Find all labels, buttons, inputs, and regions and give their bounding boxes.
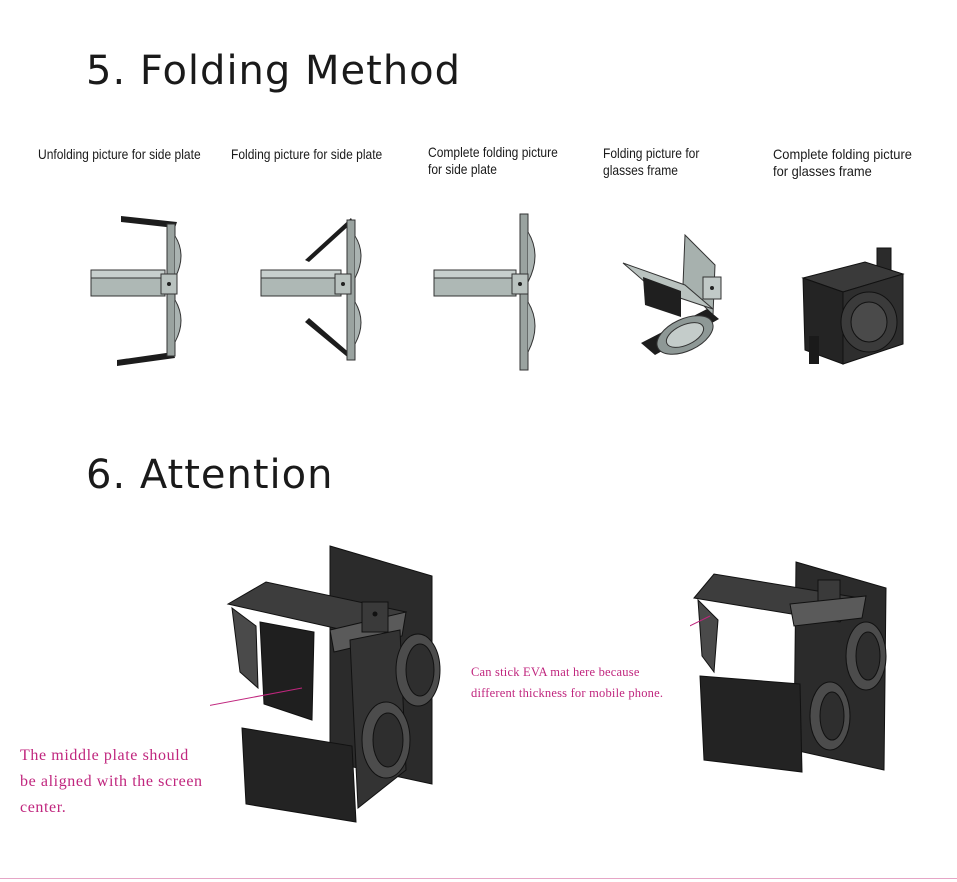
step-caption-4: Folding picture for glasses frame (603, 145, 699, 179)
note-line: The middle plate should (20, 747, 189, 764)
section-title-folding-method: 5. Folding Method (86, 48, 462, 94)
step-caption-2: Folding picture for side plate (231, 146, 382, 163)
caption-line: Folding picture for side plate (231, 146, 383, 162)
bottom-divider (0, 878, 957, 879)
note-line: center. (20, 799, 67, 816)
step-caption-5: Complete folding picture for glasses fra… (773, 146, 912, 180)
caption-line: Unfolding picture for side plate (38, 146, 201, 162)
caption-line: for glasses frame (773, 163, 872, 179)
step-caption-3: Complete folding picture for side plate (428, 144, 558, 178)
caption-line: Folding picture for (603, 145, 700, 161)
diagram-complete-folding-glasses-frame (801, 247, 905, 365)
diagram-middle-plate-alignment (210, 545, 441, 823)
section-title-attention: 6. Attention (86, 452, 334, 498)
diagram-complete-folding-side-plate (433, 213, 536, 371)
note-line: different thickness for mobile phone. (471, 686, 664, 700)
caption-line: for side plate (428, 161, 497, 177)
note-eva-mat: Can stick EVA mat here because different… (471, 662, 663, 704)
caption-line: glasses frame (603, 162, 678, 178)
note-line: be aligned with the screen (20, 773, 203, 790)
step-caption-1: Unfolding picture for side plate (38, 146, 201, 163)
caption-line: Complete folding picture (428, 144, 558, 160)
diagram-unfolding-side-plate (90, 216, 182, 366)
diagram-folding-side-plate (260, 218, 362, 361)
diagram-eva-mat-location (690, 561, 887, 773)
note-line: Can stick EVA mat here because (471, 665, 640, 679)
diagram-folding-glasses-frame (622, 233, 722, 355)
caption-line: Complete folding picture (773, 146, 912, 162)
note-middle-plate: The middle plate should be aligned with … (20, 743, 203, 821)
